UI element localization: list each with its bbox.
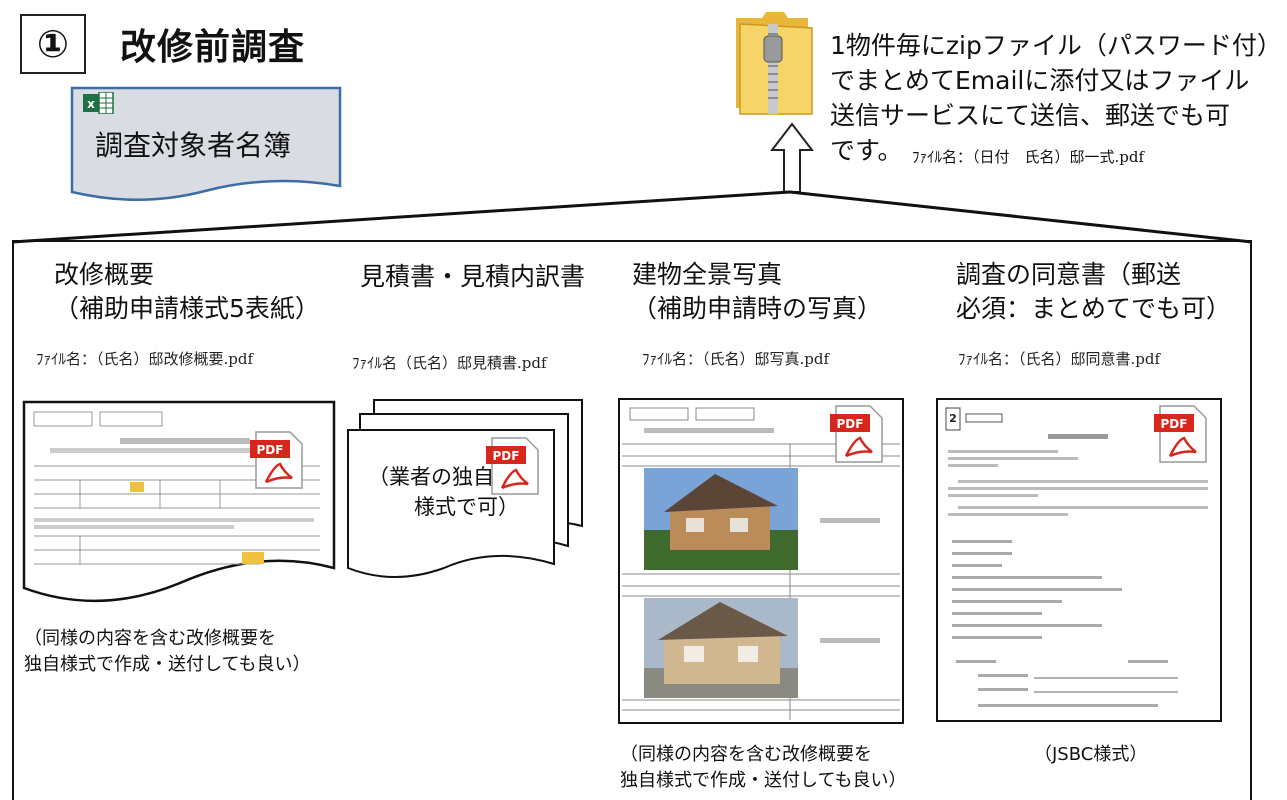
title-line: （補助申請様式5表紙） xyxy=(54,294,320,323)
column-title-overview: 改修概要 （補助申請様式5表紙） xyxy=(54,258,320,326)
column-title-photos: 建物全景写真 （補助申請時の写真） xyxy=(632,258,882,326)
roster-document-shape xyxy=(70,86,342,201)
delivery-instructions: 1物件毎にzipファイル（パスワード付） でまとめてEmailに添付又はファイル… xyxy=(830,28,1282,168)
filename-consent: ﾌｧｲﾙ名：（氏名）邸同意書.pdf xyxy=(958,350,1161,368)
svg-text:2: 2 xyxy=(949,412,957,425)
page-title: 改修前調査 xyxy=(120,27,306,68)
pdf-icon: PDF xyxy=(1154,405,1207,463)
title-line: 調査の同意書（郵送 xyxy=(956,260,1182,289)
pdf-icon: PDF xyxy=(486,437,539,495)
estimate-doc-text: （業者の独自 様式で可） xyxy=(368,462,519,522)
title-line: 必須：まとめてでも可） xyxy=(956,294,1232,323)
step-number: ① xyxy=(36,22,70,66)
title-line: 見積書・見積内訳書 xyxy=(360,262,586,291)
delivery-line: です。 xyxy=(830,136,903,165)
pdf-icon: PDF xyxy=(830,405,883,463)
title-line: 改修概要 xyxy=(54,260,155,289)
note-photos: （同様の内容を含む改修概要を 独自様式で作成・送付しても良い） xyxy=(620,742,907,794)
filename-estimate: ﾌｧｲﾙ名（氏名）邸見積書.pdf xyxy=(352,354,547,372)
column-title-estimate: 見積書・見積内訳書 xyxy=(360,260,585,294)
consent-document-graphic: 2 xyxy=(945,407,1208,707)
note-consent: （JSBC様式） xyxy=(1034,744,1148,765)
note-line: 独自様式で作成・送付しても良い） xyxy=(24,654,311,675)
photo-sheet-graphic xyxy=(622,407,900,720)
title-line: 建物全景写真 xyxy=(632,260,783,289)
step-number-box: ① xyxy=(20,14,86,74)
column-title-consent: 調査の同意書（郵送 必須：まとめてでも可） xyxy=(956,258,1231,326)
svg-text:x: x xyxy=(87,97,95,111)
title-line: （補助申請時の写真） xyxy=(632,294,883,323)
pdf-icon: PDF xyxy=(250,431,303,489)
excel-icon: x xyxy=(83,92,114,114)
filename-photos: ﾌｧｲﾙ名：（氏名）邸写真.pdf xyxy=(642,350,830,368)
delivery-line: 送信サービスにて送信、郵送でも可 xyxy=(830,101,1231,130)
note-overview: （同様の内容を含む改修概要を 独自様式で作成・送付しても良い） xyxy=(24,626,311,678)
pdf-label: PDF xyxy=(837,417,864,431)
zip-folder-icon xyxy=(736,12,813,115)
note-line: （同様の内容を含む改修概要を xyxy=(24,628,276,649)
documents-frame xyxy=(12,240,1252,800)
pdf-label: PDF xyxy=(493,449,520,463)
doc-text-line: （業者の独自 xyxy=(368,465,494,489)
frame-roof xyxy=(11,190,1253,244)
filename-overview: ﾌｧｲﾙ名：（氏名）邸改修概要.pdf xyxy=(36,350,254,368)
note-line: （同様の内容を含む改修概要を xyxy=(620,744,872,765)
doc-text-line: 様式で可） xyxy=(414,495,519,519)
delivery-line: でまとめてEmailに添付又はファイル xyxy=(830,66,1250,95)
note-line: 独自様式で作成・送付しても良い） xyxy=(620,770,907,791)
delivery-line: 1物件毎にzipファイル（パスワード付） xyxy=(830,31,1282,60)
pdf-label: PDF xyxy=(257,443,284,457)
photo-sheet-thumbnail xyxy=(618,398,904,724)
roster-label: 調査対象者名簿 xyxy=(95,129,292,162)
bundle-filename: ﾌｧｲﾙ名：（日付 氏名）邸一式.pdf xyxy=(912,148,1145,166)
pdf-label: PDF xyxy=(1161,417,1188,431)
